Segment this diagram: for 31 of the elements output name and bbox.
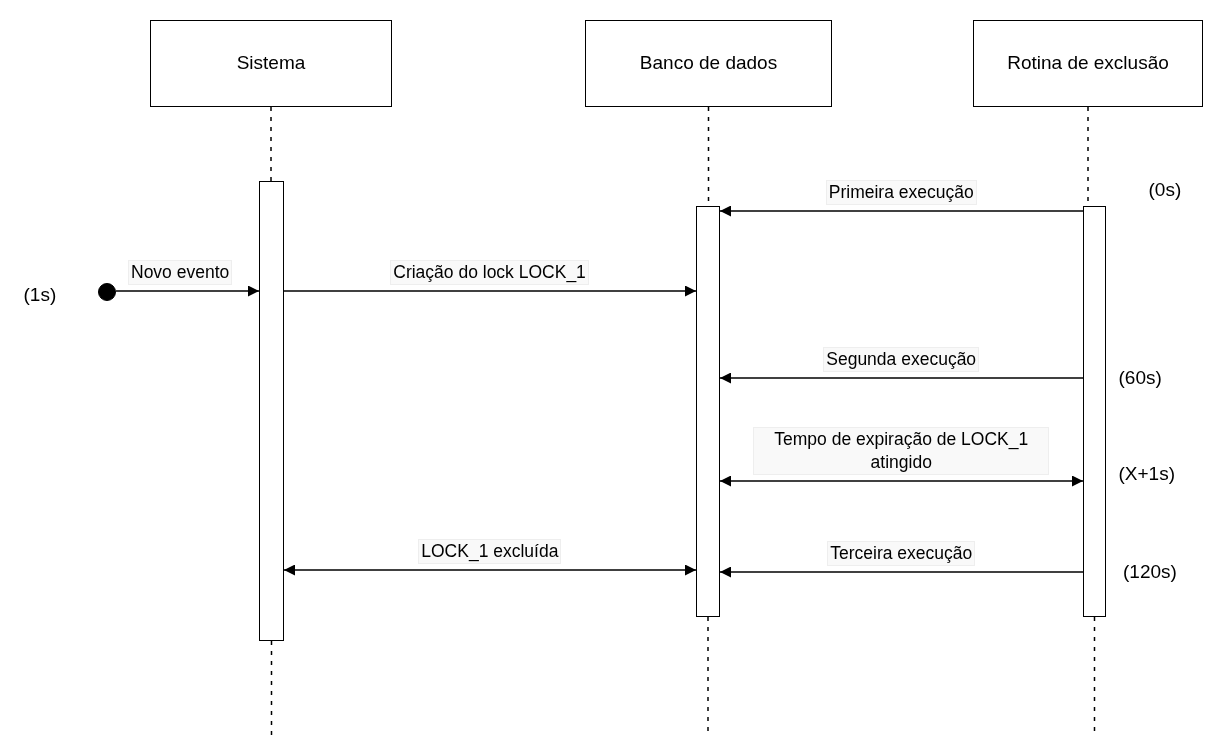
message-arrow [719,205,1084,217]
lifeline-name: Rotina de exclusão [1007,51,1169,76]
lifeline [270,640,273,736]
time-note: (X+1s) [1118,463,1175,485]
edge-label: Primeira execução [825,180,977,205]
message-arrow [719,566,1084,578]
activation-bar [696,206,720,617]
activation-bar [259,181,284,641]
lifeline-name: Sistema [236,51,306,76]
lifeline-name: Banco de dados [639,51,778,76]
edge-label: Segunda execução [823,347,980,372]
start-dot [98,283,116,301]
message-arrow [115,285,260,297]
edge-label: LOCK_1 excluída [418,539,562,564]
edge-label: Terceira execução [827,541,976,566]
time-note: (0s) [1148,179,1182,201]
message-arrow [283,564,697,576]
edge-label: Criação do lock LOCK_1 [390,260,589,285]
time-note: (120s) [1123,561,1177,583]
lifeline-header-box [150,20,392,107]
lifeline [270,106,272,182]
activation-bar [1083,206,1106,617]
message-arrow [719,372,1084,384]
time-note: (1s) [23,284,57,306]
edge-label: Tempo de expiração de LOCK_1 atingido [753,427,1050,475]
time-note: (60s) [1118,367,1162,389]
message-arrow [719,475,1084,487]
edge-label: Novo evento [128,260,233,285]
lifeline-header-box [973,20,1203,107]
message-arrow [283,285,697,297]
lifeline-header-box [585,20,832,107]
